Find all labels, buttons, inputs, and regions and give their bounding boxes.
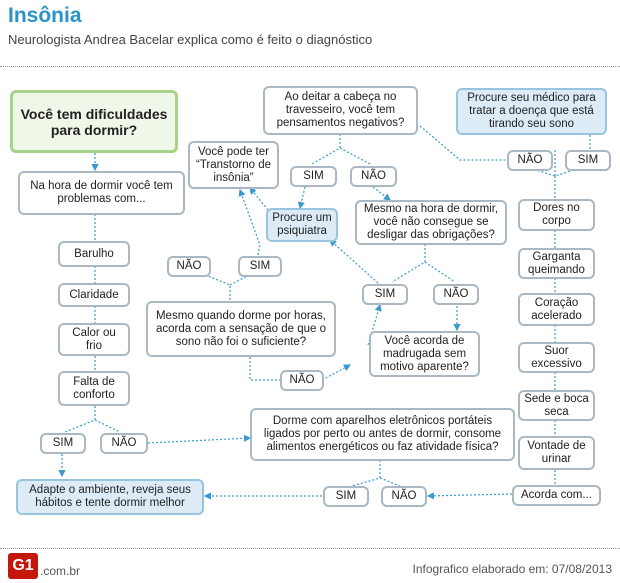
- aparelhos-nao-pill: NÃO: [381, 486, 427, 507]
- mesmo-horas-box: Mesmo quando dorme por horas, acorda com…: [146, 301, 336, 357]
- g1-logo-mark: G1: [8, 553, 38, 579]
- g1-logo: G1 .com.br: [8, 553, 80, 579]
- deitar-question-box: Ao deitar a cabeça no travesseiro, você …: [263, 86, 418, 135]
- coracao-box: Coração acelerado: [518, 293, 595, 326]
- g1-domain: .com.br: [40, 564, 81, 578]
- sede-box: Sede e boca seca: [518, 390, 595, 421]
- horas-nao-pill: NÃO: [167, 256, 211, 277]
- transtorno-box: Você pode ter “Transtorno de insônia”: [188, 141, 279, 189]
- deitar-nao-pill: NÃO: [350, 166, 397, 187]
- aparelhos-box: Dorme com aparelhos eletrônicos portátei…: [250, 408, 515, 461]
- hora-nao-pill: NÃO: [433, 284, 479, 305]
- calor-frio-box: Calor ou frio: [58, 323, 130, 356]
- garganta-box: Garganta queimando: [518, 248, 595, 279]
- page-title: Insônia: [8, 4, 82, 27]
- dores-box: Dores no corpo: [518, 199, 595, 231]
- acorda-com-box: Acorda com...: [512, 485, 601, 506]
- right-nao-pill: NÃO: [507, 150, 553, 171]
- mesmo-hora-box: Mesmo na hora de dormir, você não conseg…: [355, 200, 507, 245]
- aparelhos-sim-pill: SIM: [323, 486, 369, 507]
- suor-box: Suor excessivo: [518, 342, 595, 373]
- horas-bottom-nao-pill: NÃO: [280, 370, 324, 391]
- claridade-box: Claridade: [58, 283, 130, 307]
- hora-sim-pill: SIM: [362, 284, 408, 305]
- bottom-divider: [0, 548, 620, 549]
- psiquiatra-box: Procure um psiquiatra: [266, 208, 338, 242]
- adapte-box: Adapte o ambiente, reveja seus hábitos e…: [16, 479, 204, 515]
- left-nao-pill: NÃO: [100, 433, 148, 454]
- falta-conforto-box: Falta de conforto: [58, 371, 130, 406]
- hora-dormir-box: Na hora de dormir você tem problemas com…: [18, 171, 185, 215]
- credit-text: Infografico elaborado em: 07/08/2013: [412, 562, 612, 576]
- horas-sim-pill: SIM: [238, 256, 282, 277]
- barulho-box: Barulho: [58, 241, 130, 267]
- page-subtitle: Neurologista Andrea Bacelar explica como…: [8, 32, 373, 47]
- vontade-box: Vontade de urinar: [518, 436, 595, 470]
- left-sim-pill: SIM: [40, 433, 86, 454]
- right-sim-pill: SIM: [565, 150, 611, 171]
- procure-medico-box: Procure seu médico para tratar a doença …: [456, 88, 607, 135]
- top-divider: [0, 66, 620, 67]
- deitar-sim-pill: SIM: [290, 166, 337, 187]
- acorda-madrugada-box: Você acorda de madrugada sem motivo apar…: [369, 331, 480, 377]
- start-question-box: Você tem dificuldades para dormir?: [10, 90, 178, 153]
